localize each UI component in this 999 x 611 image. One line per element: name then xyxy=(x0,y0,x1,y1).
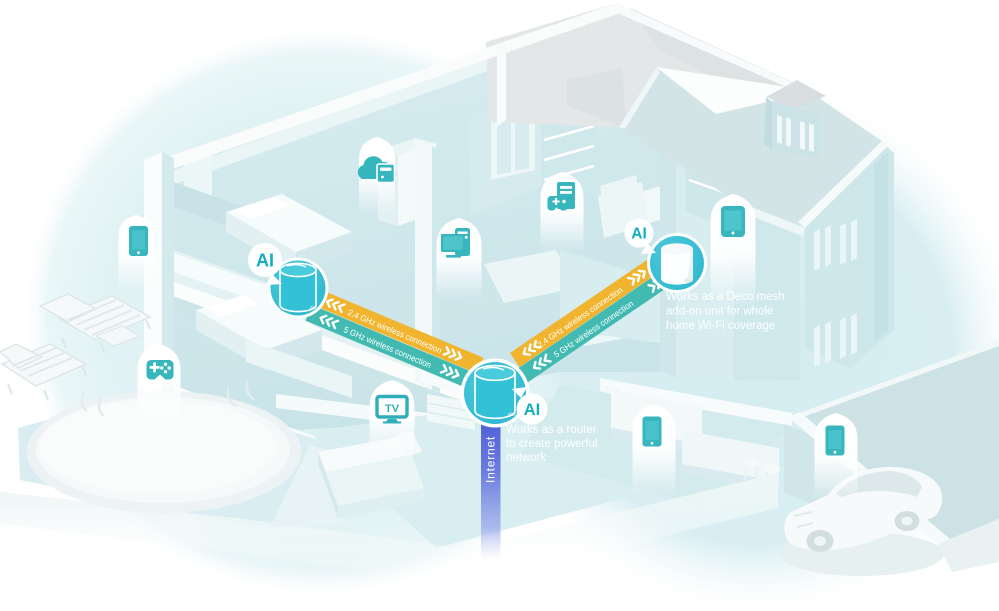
svg-text:network: network xyxy=(506,452,547,464)
svg-text:TV: TV xyxy=(385,403,400,415)
svg-text:AI: AI xyxy=(631,226,647,243)
svg-text:deco: deco xyxy=(310,305,320,310)
svg-text:AI: AI xyxy=(256,251,274,271)
svg-text:to create powerful: to create powerful xyxy=(506,438,597,450)
svg-text:Works as a router: Works as a router xyxy=(506,424,597,436)
svg-text:Works as a Deco mesh: Works as a Deco mesh xyxy=(666,291,785,303)
svg-text:home Wi-Fi coverage: home Wi-Fi coverage xyxy=(666,320,775,332)
svg-text:add-on unit for whole: add-on unit for whole xyxy=(666,306,773,318)
svg-text:deco: deco xyxy=(508,412,519,418)
svg-text:AI: AI xyxy=(524,401,541,419)
svg-text:deco: deco xyxy=(684,278,694,283)
svg-text:Internet: Internet xyxy=(484,436,498,483)
